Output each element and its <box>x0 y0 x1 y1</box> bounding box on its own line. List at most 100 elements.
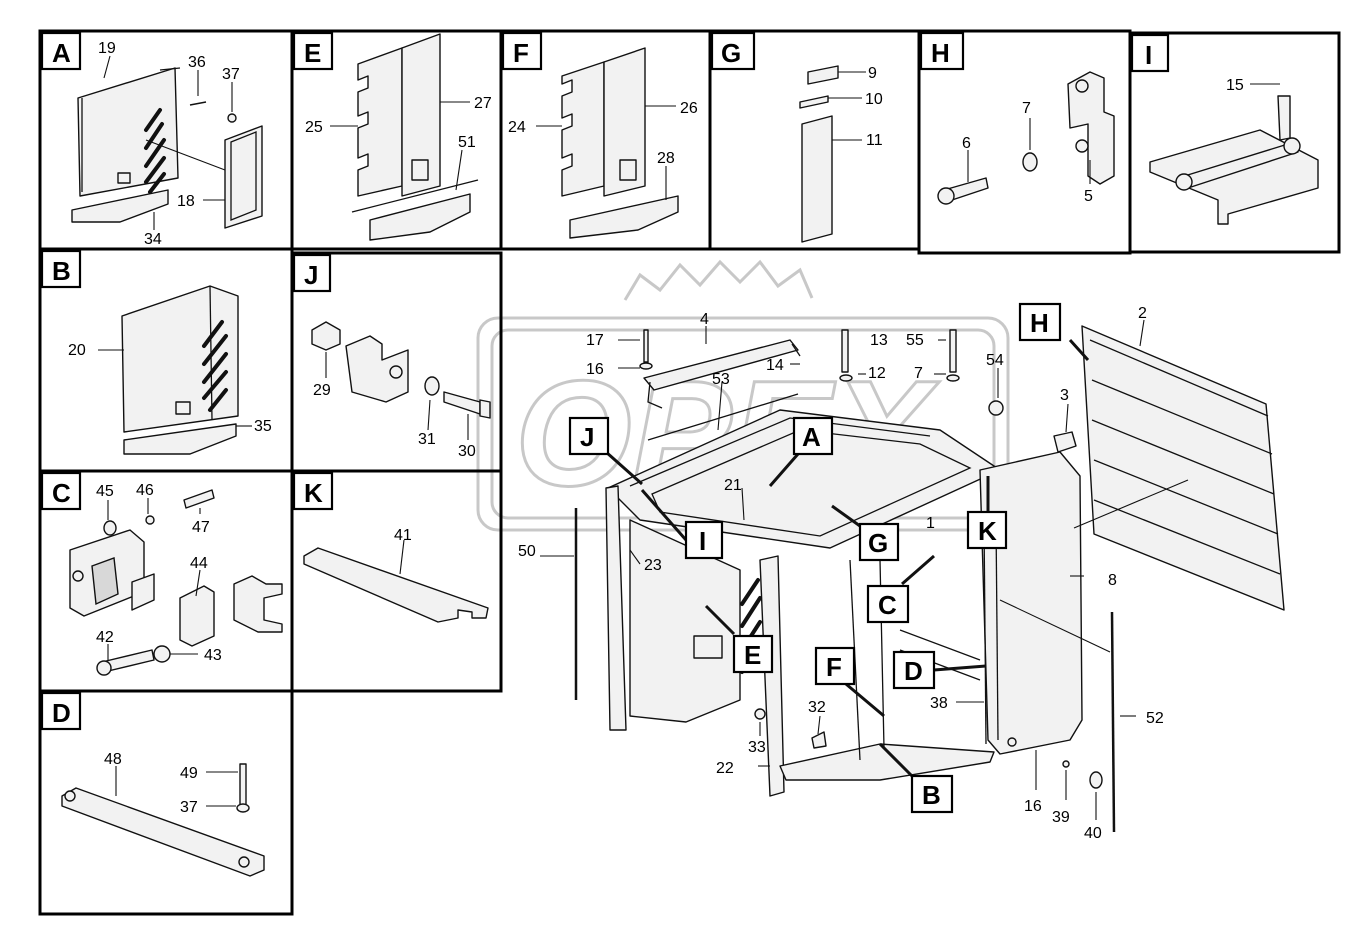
panel-F-drawing: 24 26 28 <box>508 47 698 239</box>
part-number: 2 <box>1138 305 1147 322</box>
panel-H-drawing: 7 6 5 <box>937 71 1115 205</box>
callout-tag-F: F <box>814 646 885 718</box>
part-number: 19 <box>98 40 116 57</box>
part-number: 15 <box>1226 77 1244 94</box>
callout-tag-D: D <box>892 650 987 690</box>
part-number: 32 <box>808 699 826 716</box>
panel-J-drawing: 29 31 30 <box>311 321 491 460</box>
part-number: 48 <box>104 751 122 768</box>
part-number: 14 <box>766 357 784 374</box>
panel-tab-label: D <box>52 698 71 728</box>
part-number: 22 <box>716 760 734 777</box>
part-number: 31 <box>418 431 436 448</box>
panel-I-drawing: 15 <box>1149 77 1319 225</box>
callout-tag-J: J <box>568 416 643 486</box>
part-number: 50 <box>518 543 536 560</box>
callout-tag-label: I <box>699 526 706 556</box>
callout-tag-E: E <box>704 604 774 674</box>
callout-tag-label: K <box>978 516 997 546</box>
panel-D-drawing: 48 49 37 <box>61 751 265 877</box>
part-number: 24 <box>508 119 526 136</box>
callout-tag-label: G <box>868 528 888 558</box>
callout-tag-C: C <box>866 554 935 624</box>
panel-G-drawing: 9 10 11 <box>799 65 883 243</box>
panel-tab-label: H <box>931 38 950 68</box>
part-number: 55 <box>906 332 924 349</box>
part-number: 17 <box>586 332 604 349</box>
part-number: 51 <box>458 134 476 151</box>
callout-tag-G: G <box>831 504 900 562</box>
part-number: 25 <box>305 119 323 136</box>
callout-tag-label: F <box>826 652 842 682</box>
callout-tag-A: A <box>768 416 834 487</box>
panel-tab-H: H <box>919 31 965 71</box>
part-number: 53 <box>712 371 730 388</box>
panel-K-drawing: 41 <box>303 527 489 623</box>
part-number: 4 <box>700 311 709 328</box>
panel-B-drawing: 20 35 <box>68 285 272 455</box>
part-number: 10 <box>865 91 883 108</box>
part-number: 21 <box>724 477 742 494</box>
panel-tab-label: F <box>513 38 529 68</box>
panel-tab-label: K <box>304 478 323 508</box>
part-number: 45 <box>96 483 114 500</box>
panel-tab-label: A <box>52 38 71 68</box>
panel-tab-A: A <box>40 31 82 71</box>
part-number: 3 <box>1060 387 1069 404</box>
callout-tag-label: B <box>922 780 941 810</box>
part-number: 33 <box>748 739 766 756</box>
part-number: 35 <box>254 418 272 435</box>
part-number: 43 <box>204 647 222 664</box>
panel-tab-label: B <box>52 256 71 286</box>
part-number: 42 <box>96 629 114 646</box>
callout-tag-K: K <box>966 476 1008 550</box>
part-number: 16 <box>586 361 604 378</box>
part-number: 26 <box>680 100 698 117</box>
panel-tab-label: J <box>304 260 318 290</box>
part-number: 18 <box>177 193 195 210</box>
part-number: 46 <box>136 482 154 499</box>
part-number: 11 <box>866 132 883 149</box>
part-number: 54 <box>986 352 1004 369</box>
panel-tab-D: D <box>40 691 82 731</box>
panel-tab-label: C <box>52 478 71 508</box>
part-number: 8 <box>1108 572 1117 589</box>
callout-tag-B: B <box>878 742 954 814</box>
panel-tab-J: J <box>292 253 332 293</box>
callout-tag-label: J <box>580 422 594 452</box>
part-number: 37 <box>222 66 240 83</box>
part-number: 7 <box>1022 100 1031 117</box>
main-cab-assembly: 4 17 13 55 16 14 12 7 54 2 3 53 21 1 50 … <box>518 305 1285 842</box>
part-number: 23 <box>644 557 662 574</box>
part-number: 29 <box>313 382 331 399</box>
part-number: 28 <box>657 150 675 167</box>
callout-tag-label: E <box>744 640 761 670</box>
panel-tab-C: C <box>40 471 82 511</box>
panel-tab-label: E <box>304 38 321 68</box>
callout-tag-label: H <box>1030 308 1049 338</box>
panel-tab-F: F <box>501 31 543 71</box>
part-number: 20 <box>68 342 86 359</box>
part-number: 38 <box>930 695 948 712</box>
part-number: 12 <box>868 365 886 382</box>
panel-tab-label: G <box>721 38 741 68</box>
panel-A-drawing: 19 36 37 18 34 <box>71 40 263 248</box>
panel-E-drawing: 25 27 51 <box>305 33 492 241</box>
callout-tag-label: C <box>878 590 897 620</box>
part-number: 52 <box>1146 710 1164 727</box>
panel-frames <box>38 29 1341 916</box>
panel-tab-E: E <box>292 31 334 71</box>
callout-tag-label: A <box>802 422 821 452</box>
panel-tab-G: G <box>710 31 756 71</box>
part-number: 34 <box>144 231 162 248</box>
part-number: 44 <box>190 555 208 572</box>
part-number: 5 <box>1084 188 1093 205</box>
callout-tag-label: D <box>904 656 923 686</box>
part-number: 47 <box>192 519 210 536</box>
part-number: 6 <box>962 135 971 152</box>
part-number: 37 <box>180 799 198 816</box>
callout-tag-I: I <box>640 489 724 560</box>
part-number: 30 <box>458 443 476 460</box>
part-number: 39 <box>1052 809 1070 826</box>
